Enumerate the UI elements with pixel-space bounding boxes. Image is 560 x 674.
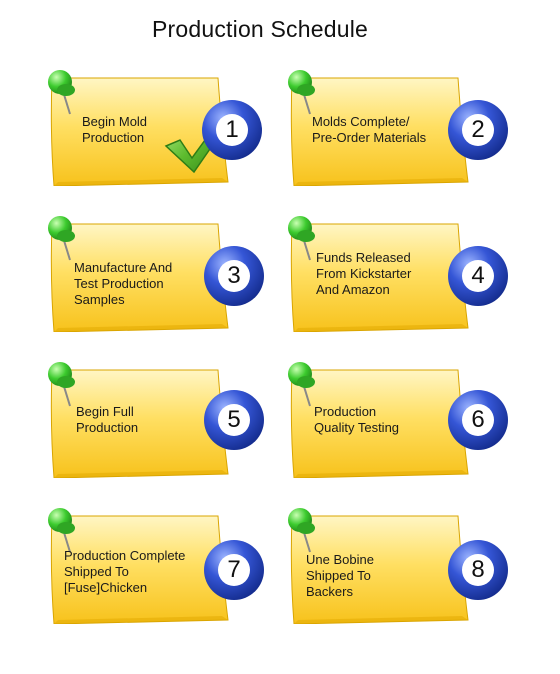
sticky-note [50, 369, 229, 478]
ball-icon [202, 100, 262, 160]
pushpin-icon [288, 362, 315, 407]
step-number-ball: 8 [446, 538, 510, 602]
step-number: 7 [227, 556, 241, 583]
pushpin-icon [48, 70, 75, 115]
ball-icon [448, 390, 508, 450]
pushpin-icon [288, 216, 315, 261]
sticky-note [290, 223, 469, 332]
step-number: 6 [471, 406, 485, 433]
sticky-note [290, 77, 469, 186]
sticky-note [290, 369, 469, 478]
pushpin-icon [288, 70, 315, 115]
pushpin-icon [48, 216, 75, 261]
sticky-note [290, 515, 469, 624]
pushpin-icon [288, 508, 315, 553]
ball-icon [448, 100, 508, 160]
step-number: 5 [227, 406, 241, 433]
step-label: Molds Complete/Pre-Order Materials [312, 114, 427, 145]
ball-icon [448, 540, 508, 600]
step-number: 8 [471, 556, 485, 583]
step-number-ball: 1 [200, 98, 264, 162]
step-number-ball: 5 [202, 388, 266, 452]
pushpin-icon [48, 362, 75, 407]
ball-icon [204, 540, 264, 600]
step-number: 4 [471, 262, 485, 289]
step-number-ball: 3 [202, 244, 266, 308]
sticky-note [50, 515, 229, 624]
step-card-2: Molds Complete/Pre-Order Materials 2 [288, 70, 508, 186]
ball-icon [448, 246, 508, 306]
ball-icon [204, 246, 264, 306]
step-number: 1 [225, 116, 239, 143]
step-number-ball: 7 [202, 538, 266, 602]
ball-icon [204, 390, 264, 450]
pushpin-icon [48, 508, 75, 553]
step-number-ball: 6 [446, 388, 510, 452]
step-number-ball: 4 [446, 244, 510, 308]
step-number: 2 [471, 116, 485, 143]
step-number-ball: 2 [446, 98, 510, 162]
page-title: Production Schedule [151, 16, 369, 42]
step-number: 3 [227, 262, 241, 289]
